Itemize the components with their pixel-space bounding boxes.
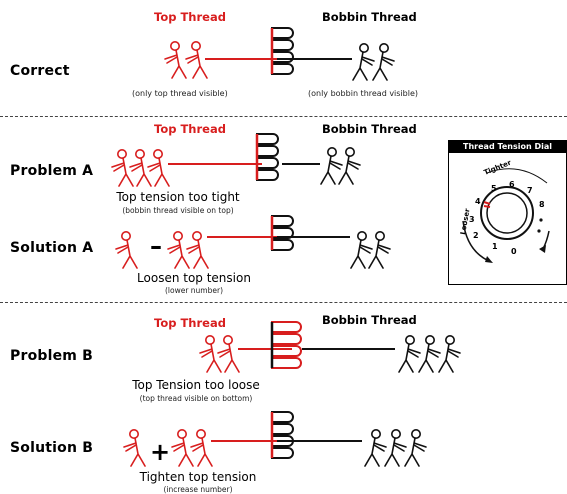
team-top-problem-b <box>199 334 240 373</box>
dial-number-4: 4 <box>475 197 481 206</box>
header-bobbin-thread-1: Bobbin Thread <box>322 10 417 24</box>
dial-number-6: 6 <box>509 180 515 189</box>
minus-symbol: – <box>150 232 162 260</box>
dial-dot-1 <box>539 218 543 222</box>
dial-dot-2 <box>537 229 541 233</box>
team-top-problem-a <box>111 149 170 187</box>
subcaption-problem-b: (top thread visible on bottom) <box>139 394 253 403</box>
subcaption-solution-b: (increase number) <box>163 485 233 494</box>
header-bobbin-thread-2: Bobbin Thread <box>322 122 417 136</box>
team-top-solution-a <box>115 231 209 269</box>
note-bobbin-thread-visible: (only bobbin thread visible) <box>308 89 419 98</box>
tension-dial: 0 1 2 3 4 5 6 7 8 Looser Tighter <box>459 158 550 263</box>
dial-inner-ring <box>486 192 528 234</box>
dial-arrowhead-tighter <box>539 245 546 253</box>
dial-number-8: 8 <box>539 200 545 209</box>
dial-arrowhead-looser <box>485 256 493 263</box>
subcaption-solution-a: (lower number) <box>164 286 223 295</box>
team-top-solution-b <box>123 428 213 467</box>
header-top-thread-1: Top Thread <box>154 10 226 24</box>
dial-outer-ring <box>480 186 534 240</box>
fabric-stitch-solution-a <box>270 215 294 251</box>
dial-number-2: 2 <box>473 231 479 240</box>
dial-number-3: 3 <box>469 215 475 224</box>
fabric-stitch-problem-a <box>255 133 279 181</box>
thread-tension-dial-panel: Thread Tension Dial 0 1 2 3 4 5 6 7 8 Lo… <box>448 140 567 285</box>
dial-marker-red-2 <box>483 205 491 208</box>
header-top-thread-3: Top Thread <box>154 316 226 330</box>
dial-number-1: 1 <box>492 242 498 251</box>
team-bobbin-problem-b <box>398 334 461 373</box>
dial-arrow-looser <box>462 220 490 262</box>
label-problem-b: Problem B <box>10 348 94 364</box>
plus-symbol: + <box>150 438 171 466</box>
divider-2 <box>0 302 567 303</box>
team-bobbin-solution-b <box>364 428 427 467</box>
dial-tighter-label: Tighter <box>483 158 513 176</box>
label-problem-a: Problem A <box>10 163 94 179</box>
dial-number-5: 5 <box>491 184 497 193</box>
dial-title: Thread Tension Dial <box>449 141 566 153</box>
caption-problem-a: Top tension too tight <box>116 190 240 204</box>
fabric-stitch-problem-b <box>270 321 302 369</box>
header-bobbin-thread-3: Bobbin Thread <box>322 313 417 327</box>
label-correct: Correct <box>10 63 70 79</box>
caption-problem-b: Top Tension too loose <box>132 378 260 392</box>
label-solution-b: Solution B <box>10 440 94 456</box>
team-bobbin-solution-a <box>350 231 391 269</box>
caption-solution-b: Tighten top tension <box>139 470 257 484</box>
dial-marker-red <box>483 201 491 205</box>
team-bobbin-correct <box>352 42 395 81</box>
dial-number-7: 7 <box>527 186 533 195</box>
caption-solution-a: Loosen top tension <box>137 271 251 285</box>
note-top-thread-visible: (only top thread visible) <box>132 89 228 98</box>
team-bobbin-problem-a <box>320 147 361 185</box>
dial-arc-tighter <box>486 168 548 184</box>
divider-1 <box>0 116 567 117</box>
header-top-thread-2: Top Thread <box>154 122 226 136</box>
fabric-stitch-solution-b <box>270 411 294 459</box>
dial-number-0: 0 <box>511 247 517 256</box>
subcaption-problem-a: (bobbin thread visible on top) <box>122 206 234 215</box>
team-top-correct <box>164 40 208 79</box>
fabric-stitch-correct <box>270 27 294 75</box>
label-solution-a: Solution A <box>10 240 94 256</box>
